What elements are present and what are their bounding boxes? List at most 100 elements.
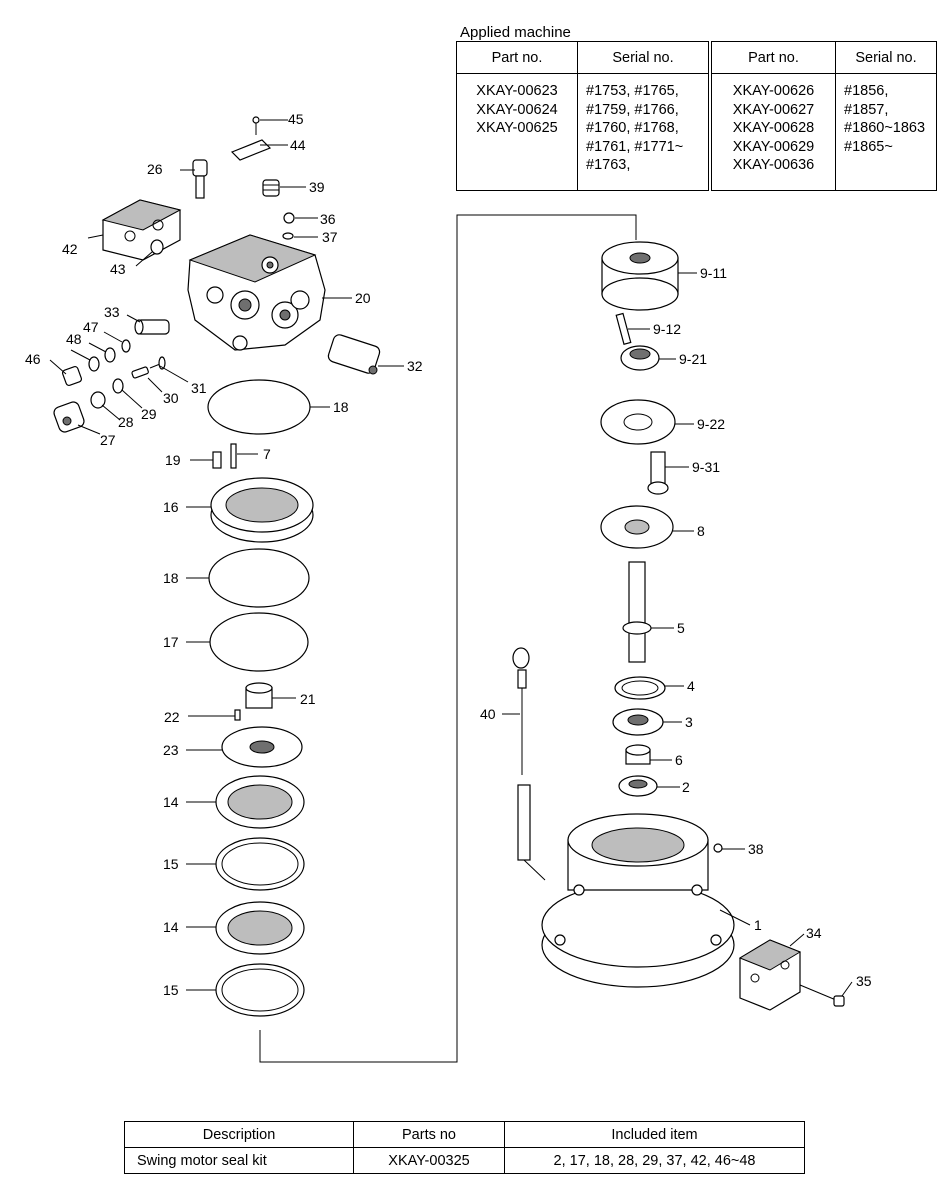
- o-ring-part: [207, 379, 311, 435]
- ball-bearing-part: [612, 708, 664, 736]
- part-no: XKAY-00625: [476, 120, 558, 136]
- casing-part: [541, 813, 735, 988]
- callout-9-31: 9-31: [692, 459, 720, 475]
- callout-41: 42: [62, 241, 78, 257]
- seal-kit-header-row: Description Parts no Included item: [124, 1121, 805, 1148]
- callout-28: 28: [118, 414, 134, 430]
- snap-ring-part: [614, 676, 666, 700]
- spring-part: [615, 312, 632, 346]
- col-description: Description: [124, 1121, 354, 1148]
- level-gauge-part: [512, 647, 546, 881]
- col-included-item: Included item: [504, 1121, 805, 1148]
- backup-ring-part: [104, 347, 116, 363]
- plug-small-part: [713, 843, 723, 853]
- callout-43: 44: [290, 137, 306, 153]
- callout-9-21: 9-21: [679, 351, 707, 367]
- callout-labels: 45 44 26 39 36 37 42 43 20 33 47 48 46 3…: [25, 111, 872, 998]
- callout-30: 30: [163, 390, 179, 406]
- separator-plate-part: [215, 963, 305, 1017]
- callout-39: 39: [309, 179, 325, 195]
- callout-31: 31: [191, 380, 207, 396]
- relief-valve-part: [327, 334, 381, 375]
- pin-part: [234, 709, 241, 721]
- socket-bolt-part: [192, 159, 208, 199]
- o-ring-part: [209, 612, 309, 672]
- callout-21: 21: [300, 691, 316, 707]
- separator-plate-part: [215, 837, 305, 891]
- part-no: XKAY-00627: [732, 101, 815, 118]
- callout-47: 48: [66, 331, 82, 347]
- valve-plate-part: [101, 199, 182, 261]
- roller-part: [625, 744, 651, 765]
- part-no: XKAY-00623: [476, 83, 558, 99]
- rivet-part: [252, 116, 260, 135]
- group2-serials: #1856, #1857, #1860~1863 #1865~: [835, 73, 937, 191]
- col-serial-no-2: Serial no.: [835, 41, 937, 74]
- callout-35: 35: [856, 973, 872, 989]
- group1-part-nos: XKAY-00623 XKAY-00624 XKAY-00625: [456, 73, 578, 191]
- callout-44: 45: [288, 111, 304, 127]
- callout-9-12: 9-12: [653, 321, 681, 337]
- callout-8: 8: [697, 523, 705, 539]
- serial-no: #1865~: [844, 138, 893, 155]
- callout-34: 34: [806, 925, 822, 941]
- part-no: XKAY-00628: [732, 120, 815, 136]
- check-valve-part: [134, 319, 170, 335]
- plug-part: [53, 401, 85, 433]
- o-ring-part: [150, 239, 164, 255]
- callout-16: 16: [163, 499, 179, 515]
- callout-9-22: 9-22: [697, 416, 725, 432]
- callout-38: 38: [748, 841, 764, 857]
- valve-housing-part: [187, 234, 326, 351]
- applied-body-row: XKAY-00623 XKAY-00624 XKAY-00625 #1753, …: [456, 73, 937, 191]
- name-plate-part: [230, 139, 272, 161]
- pin-part: [230, 443, 237, 469]
- callout-29: 29: [141, 406, 157, 422]
- spring-part: [212, 451, 222, 469]
- callout-5: 5: [677, 620, 685, 636]
- brake-piston-part: [210, 477, 314, 543]
- callout-4: 4: [687, 678, 695, 694]
- part-no: XKAY-00636: [732, 157, 815, 173]
- callout-19: 19: [165, 452, 181, 468]
- callout-1: 1: [754, 917, 762, 933]
- callout-23: 23: [163, 742, 179, 758]
- group1-serials: #1753, #1765, #1759, #1766, #1760, #1768…: [577, 73, 712, 191]
- callout-17: 17: [163, 634, 179, 650]
- set-plate-part: [600, 399, 676, 445]
- part-no: XKAY-00626: [732, 83, 815, 99]
- oil-seal-part: [618, 775, 658, 797]
- friction-plate-part: [215, 901, 305, 955]
- callout-3: 3: [685, 714, 693, 730]
- callout-9-11: 9-11: [700, 265, 727, 281]
- callout-15: 15: [163, 856, 179, 872]
- callout-33: 33: [104, 304, 120, 320]
- socket-bolt-part: [799, 984, 845, 1007]
- col-part-no-1: Part no.: [456, 41, 578, 74]
- callout-18b: 18: [163, 570, 179, 586]
- callout-14b: 14: [163, 919, 179, 935]
- serial-no: #1856,: [844, 83, 889, 99]
- serial-no: #1760, #1768,: [586, 120, 679, 136]
- ball-guide-part: [620, 345, 660, 371]
- callout-2: 2: [682, 779, 690, 795]
- group2-part-nos: XKAY-00626 XKAY-00627 XKAY-00628 XKAY-00…: [709, 73, 836, 191]
- kit-description: Swing motor seal kit: [124, 1147, 354, 1174]
- friction-plate-part: [215, 775, 305, 829]
- o-ring-part: [208, 548, 310, 608]
- serial-no: #1860~1863: [844, 120, 926, 136]
- plug-part: [61, 365, 83, 387]
- valve-plate-part: [221, 726, 303, 768]
- callout-15b: 15: [163, 982, 179, 998]
- applied-machine-title: Applied machine: [460, 24, 571, 41]
- part-no: XKAY-00624: [476, 101, 558, 118]
- poppet-part: [131, 356, 166, 379]
- serial-no: #1759, #1766,: [586, 101, 679, 118]
- o-ring-part: [88, 356, 100, 372]
- seal-kit-table: Description Parts no Included item Swing…: [124, 1121, 805, 1174]
- callout-37: 37: [322, 229, 338, 245]
- o-ring-part: [121, 339, 131, 353]
- applied-header-row: Part no. Serial no. Part no. Serial no.: [456, 41, 937, 74]
- callout-22: 22: [164, 709, 180, 725]
- plug-part: [262, 179, 280, 197]
